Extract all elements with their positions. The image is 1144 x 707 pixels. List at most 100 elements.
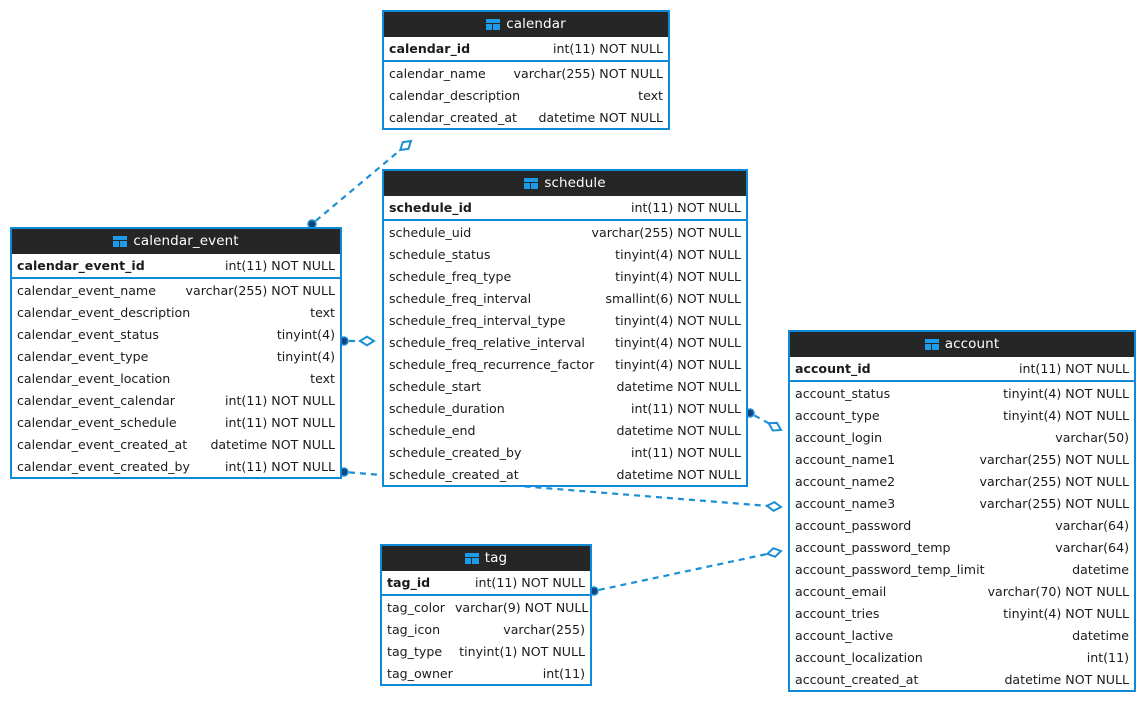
column-name: tag_icon [387, 621, 441, 637]
table-node-calendar-event[interactable]: calendar_event calendar_event_id int(11)… [10, 227, 342, 479]
column-type: datetime NOT NULL [616, 422, 741, 438]
column-type: tinyint(4) NOT NULL [1003, 605, 1129, 621]
table-row[interactable]: schedule_uid varchar(255) NOT NULL [384, 221, 746, 243]
table-row-primary-key[interactable]: schedule_id int(11) NOT NULL [384, 196, 746, 219]
column-name: calendar_event_location [17, 370, 171, 386]
column-name: tag_color [387, 599, 445, 615]
table-row-primary-key[interactable]: account_id int(11) NOT NULL [790, 357, 1134, 380]
column-type: tinyint(4) [276, 326, 335, 342]
column-name: schedule_duration [389, 400, 505, 416]
table-node-account[interactable]: account account_id int(11) NOT NULL acco… [788, 330, 1136, 692]
column-name: tag_owner [387, 665, 453, 681]
relationship-diamond-marker [765, 500, 783, 512]
column-name: calendar_event_created_by [17, 458, 190, 474]
column-type: varchar(255) NOT NULL [591, 224, 741, 240]
column-name: account_lactive [795, 627, 894, 643]
table-icon [464, 553, 479, 564]
table-row[interactable]: calendar_description text [384, 84, 668, 106]
column-name: calendar_id [389, 41, 471, 56]
table-title: calendar [506, 15, 566, 32]
column-type: text [638, 87, 663, 103]
table-row-primary-key[interactable]: calendar_id int(11) NOT NULL [384, 37, 668, 60]
rel-schedule-to-account[interactable] [745, 408, 783, 432]
column-type: int(11) NOT NULL [631, 200, 741, 215]
column-type: varchar(255) NOT NULL [979, 495, 1129, 511]
relationship-diamond-marker [765, 547, 783, 558]
column-name: account_localization [795, 649, 923, 665]
primary-key-section: calendar_id int(11) NOT NULL [384, 37, 668, 62]
column-type: text [310, 304, 335, 320]
column-name: schedule_created_at [389, 466, 519, 482]
table-header-schedule: schedule [384, 171, 746, 196]
column-name: schedule_freq_relative_interval [389, 334, 585, 350]
column-type: datetime [1072, 561, 1129, 577]
column-name: schedule_freq_recurrence_factor [389, 356, 595, 372]
table-node-calendar[interactable]: calendar calendar_id int(11) NOT NULL ca… [382, 10, 670, 130]
relationship-diamond-marker [358, 335, 376, 347]
table-row-primary-key[interactable]: calendar_event_id int(11) NOT NULL [12, 254, 340, 277]
table-node-schedule[interactable]: schedule schedule_id int(11) NOT NULL sc… [382, 169, 748, 487]
table-row-primary-key[interactable]: tag_id int(11) NOT NULL [382, 571, 590, 594]
column-name: calendar_event_schedule [17, 414, 177, 430]
column-name: calendar_description [389, 87, 521, 103]
column-type: tinyint(1) NOT NULL [459, 643, 585, 659]
column-type: datetime NOT NULL [210, 436, 335, 452]
column-name: calendar_event_type [17, 348, 149, 364]
column-name: schedule_end [389, 422, 476, 438]
rel-calendar-event-to-schedule[interactable] [339, 335, 376, 347]
column-name: schedule_uid [389, 224, 472, 240]
column-type: tinyint(4) NOT NULL [1003, 407, 1129, 423]
relationship-line [598, 551, 776, 592]
column-name: tag_id [387, 575, 431, 590]
primary-key-section: calendar_event_id int(11) NOT NULL [12, 254, 340, 279]
column-name: schedule_created_by [389, 444, 522, 460]
rel-tag-to-account[interactable] [589, 547, 783, 596]
table-row[interactable]: schedule_end datetime NOT NULL [384, 419, 746, 441]
relationship-diamond-marker [398, 139, 413, 152]
primary-key-section: account_id int(11) NOT NULL [790, 357, 1134, 382]
primary-key-section: tag_id int(11) NOT NULL [382, 571, 590, 596]
